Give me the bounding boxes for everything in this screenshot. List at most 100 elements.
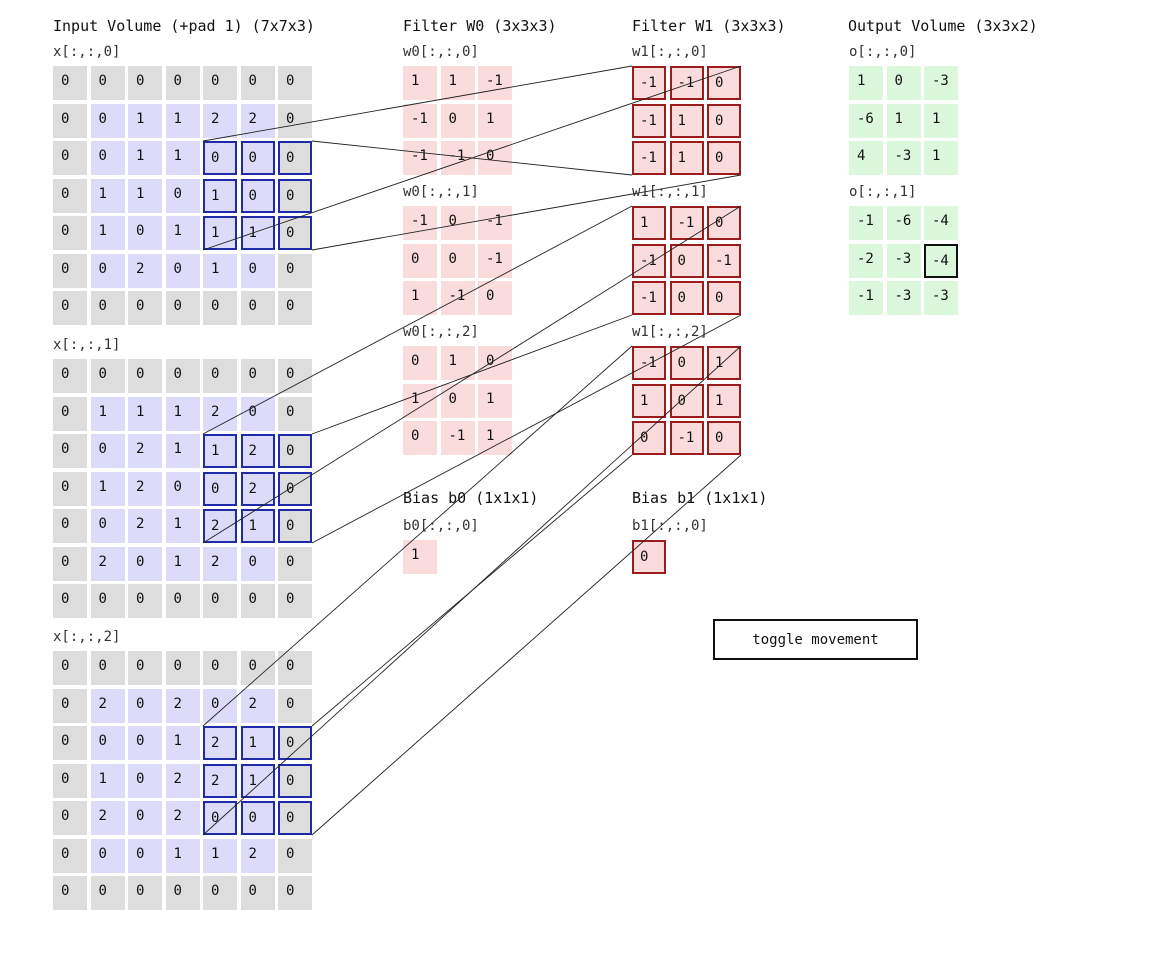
input-cell: 0	[128, 66, 162, 100]
output-cell: 1	[849, 66, 883, 100]
output-cell: -3	[924, 281, 958, 315]
input-cell: 1	[128, 103, 162, 138]
input-cell: 0	[240, 651, 275, 685]
filter-w0-cell: 0	[440, 383, 475, 418]
filter-w0-cell: 1	[440, 346, 475, 380]
input-cell: 0	[128, 359, 162, 393]
input-cell: 0	[53, 359, 87, 393]
input-cell: 1	[90, 396, 125, 431]
input-cell: 1	[203, 178, 237, 213]
output-cell: -4	[924, 243, 958, 278]
input-cell: 0	[90, 726, 125, 760]
input-cell: 0	[278, 359, 312, 393]
bias-b0-title: Bias b0 (1x1x1)	[403, 489, 539, 507]
input-cell: 1	[165, 216, 200, 250]
filter-w0-cell: -1	[440, 421, 475, 455]
input-cell: 0	[53, 651, 87, 685]
input-cell: 0	[53, 396, 87, 431]
input-cell: 0	[165, 471, 200, 506]
filter-w1-cell: 0	[707, 141, 741, 175]
input-cell: 0	[203, 359, 237, 393]
input-cell: 0	[278, 291, 312, 325]
output-cell: -1	[849, 281, 883, 315]
input-cell: 2	[165, 801, 200, 835]
input-cell: 0	[278, 584, 312, 618]
input-cell: 2	[203, 726, 237, 760]
input-cell: 0	[278, 763, 312, 798]
input-cell: 0	[278, 801, 312, 835]
input-cell: 1	[165, 726, 200, 760]
input-cell: 0	[90, 291, 125, 325]
bias-b1-title: Bias b1 (1x1x1)	[632, 489, 768, 507]
input-cell: 0	[128, 546, 162, 581]
input-cell: 2	[128, 509, 162, 543]
input-cell: 0	[90, 359, 125, 393]
input-cell: 1	[90, 216, 125, 250]
input-cell: 0	[278, 178, 312, 213]
input-cell: 1	[165, 434, 200, 468]
input-cell: 0	[165, 291, 200, 325]
filter-w1-cell: 1	[669, 103, 704, 138]
filter-w0-cell: 1	[478, 421, 512, 455]
input-cell: 1	[165, 103, 200, 138]
filter-w0-cell: 0	[403, 346, 437, 380]
input-cell: 0	[165, 359, 200, 393]
input-cell: 0	[240, 801, 275, 835]
input-cell: 0	[90, 838, 125, 873]
filter-w1-cell: 0	[632, 421, 666, 455]
filter-w1-cell: -1	[632, 346, 666, 380]
input-cell: 0	[53, 688, 87, 723]
input-cell: 0	[165, 584, 200, 618]
filter-w1-cell: -1	[632, 103, 666, 138]
input-cell: 2	[203, 509, 237, 543]
input-cell: 1	[240, 216, 275, 250]
input-cell: 0	[278, 471, 312, 506]
input-cell: 2	[90, 688, 125, 723]
filter-w0-cell: 0	[440, 243, 475, 278]
input-cell: 0	[203, 141, 237, 175]
output-cell: -2	[849, 243, 883, 278]
filter-w1-cell: 1	[632, 383, 666, 418]
filter-w1-cell: 0	[707, 103, 741, 138]
input-cell: 0	[128, 651, 162, 685]
input-cell: 0	[278, 688, 312, 723]
input-cell: 0	[53, 763, 87, 798]
input-cell: 0	[90, 141, 125, 175]
input-cell: 2	[165, 688, 200, 723]
filter-w1-cell: 0	[707, 66, 741, 100]
output-cell: -1	[849, 206, 883, 240]
output-cell: -6	[849, 103, 883, 138]
filter-w1-cell: -1	[632, 141, 666, 175]
filter-w0-cell: 0	[440, 206, 475, 240]
filter-w0-cell: 0	[403, 243, 437, 278]
input-cell: 0	[53, 546, 87, 581]
input-cell: 0	[53, 66, 87, 100]
toggle-movement-button[interactable]: toggle movement	[713, 619, 918, 660]
input-cell: 0	[278, 546, 312, 581]
bias-b0-cell: 1	[403, 540, 437, 574]
input-cell: 0	[128, 584, 162, 618]
output-cell: -4	[924, 206, 958, 240]
output-cell: -3	[886, 243, 921, 278]
input-slice-label-2: x[:,:,2]	[53, 629, 121, 645]
input-slice-label-0: x[:,:,0]	[53, 44, 121, 60]
filter-w0-slice-label-0: w0[:,:,0]	[403, 44, 479, 60]
input-cell: 0	[278, 66, 312, 100]
output-cell: -6	[886, 206, 921, 240]
input-cell: 2	[240, 434, 275, 468]
output-cell: -3	[886, 281, 921, 315]
output-cell: -3	[886, 141, 921, 175]
input-cell: 0	[240, 359, 275, 393]
filter-w1-cell: 0	[669, 243, 704, 278]
filter-w1-title: Filter W1 (3x3x3)	[632, 17, 786, 35]
filter-w0-cell: 0	[440, 103, 475, 138]
input-cell: 1	[165, 396, 200, 431]
filter-w0-cell: 1	[403, 66, 437, 100]
input-cell: 0	[240, 253, 275, 288]
filter-w0-cell: 0	[403, 421, 437, 455]
input-cell: 0	[53, 838, 87, 873]
filter-w0-cell: -1	[478, 66, 512, 100]
input-cell: 1	[240, 726, 275, 760]
filter-w1-cell: 0	[707, 206, 741, 240]
bias-b1-label: b1[:,:,0]	[632, 518, 708, 534]
